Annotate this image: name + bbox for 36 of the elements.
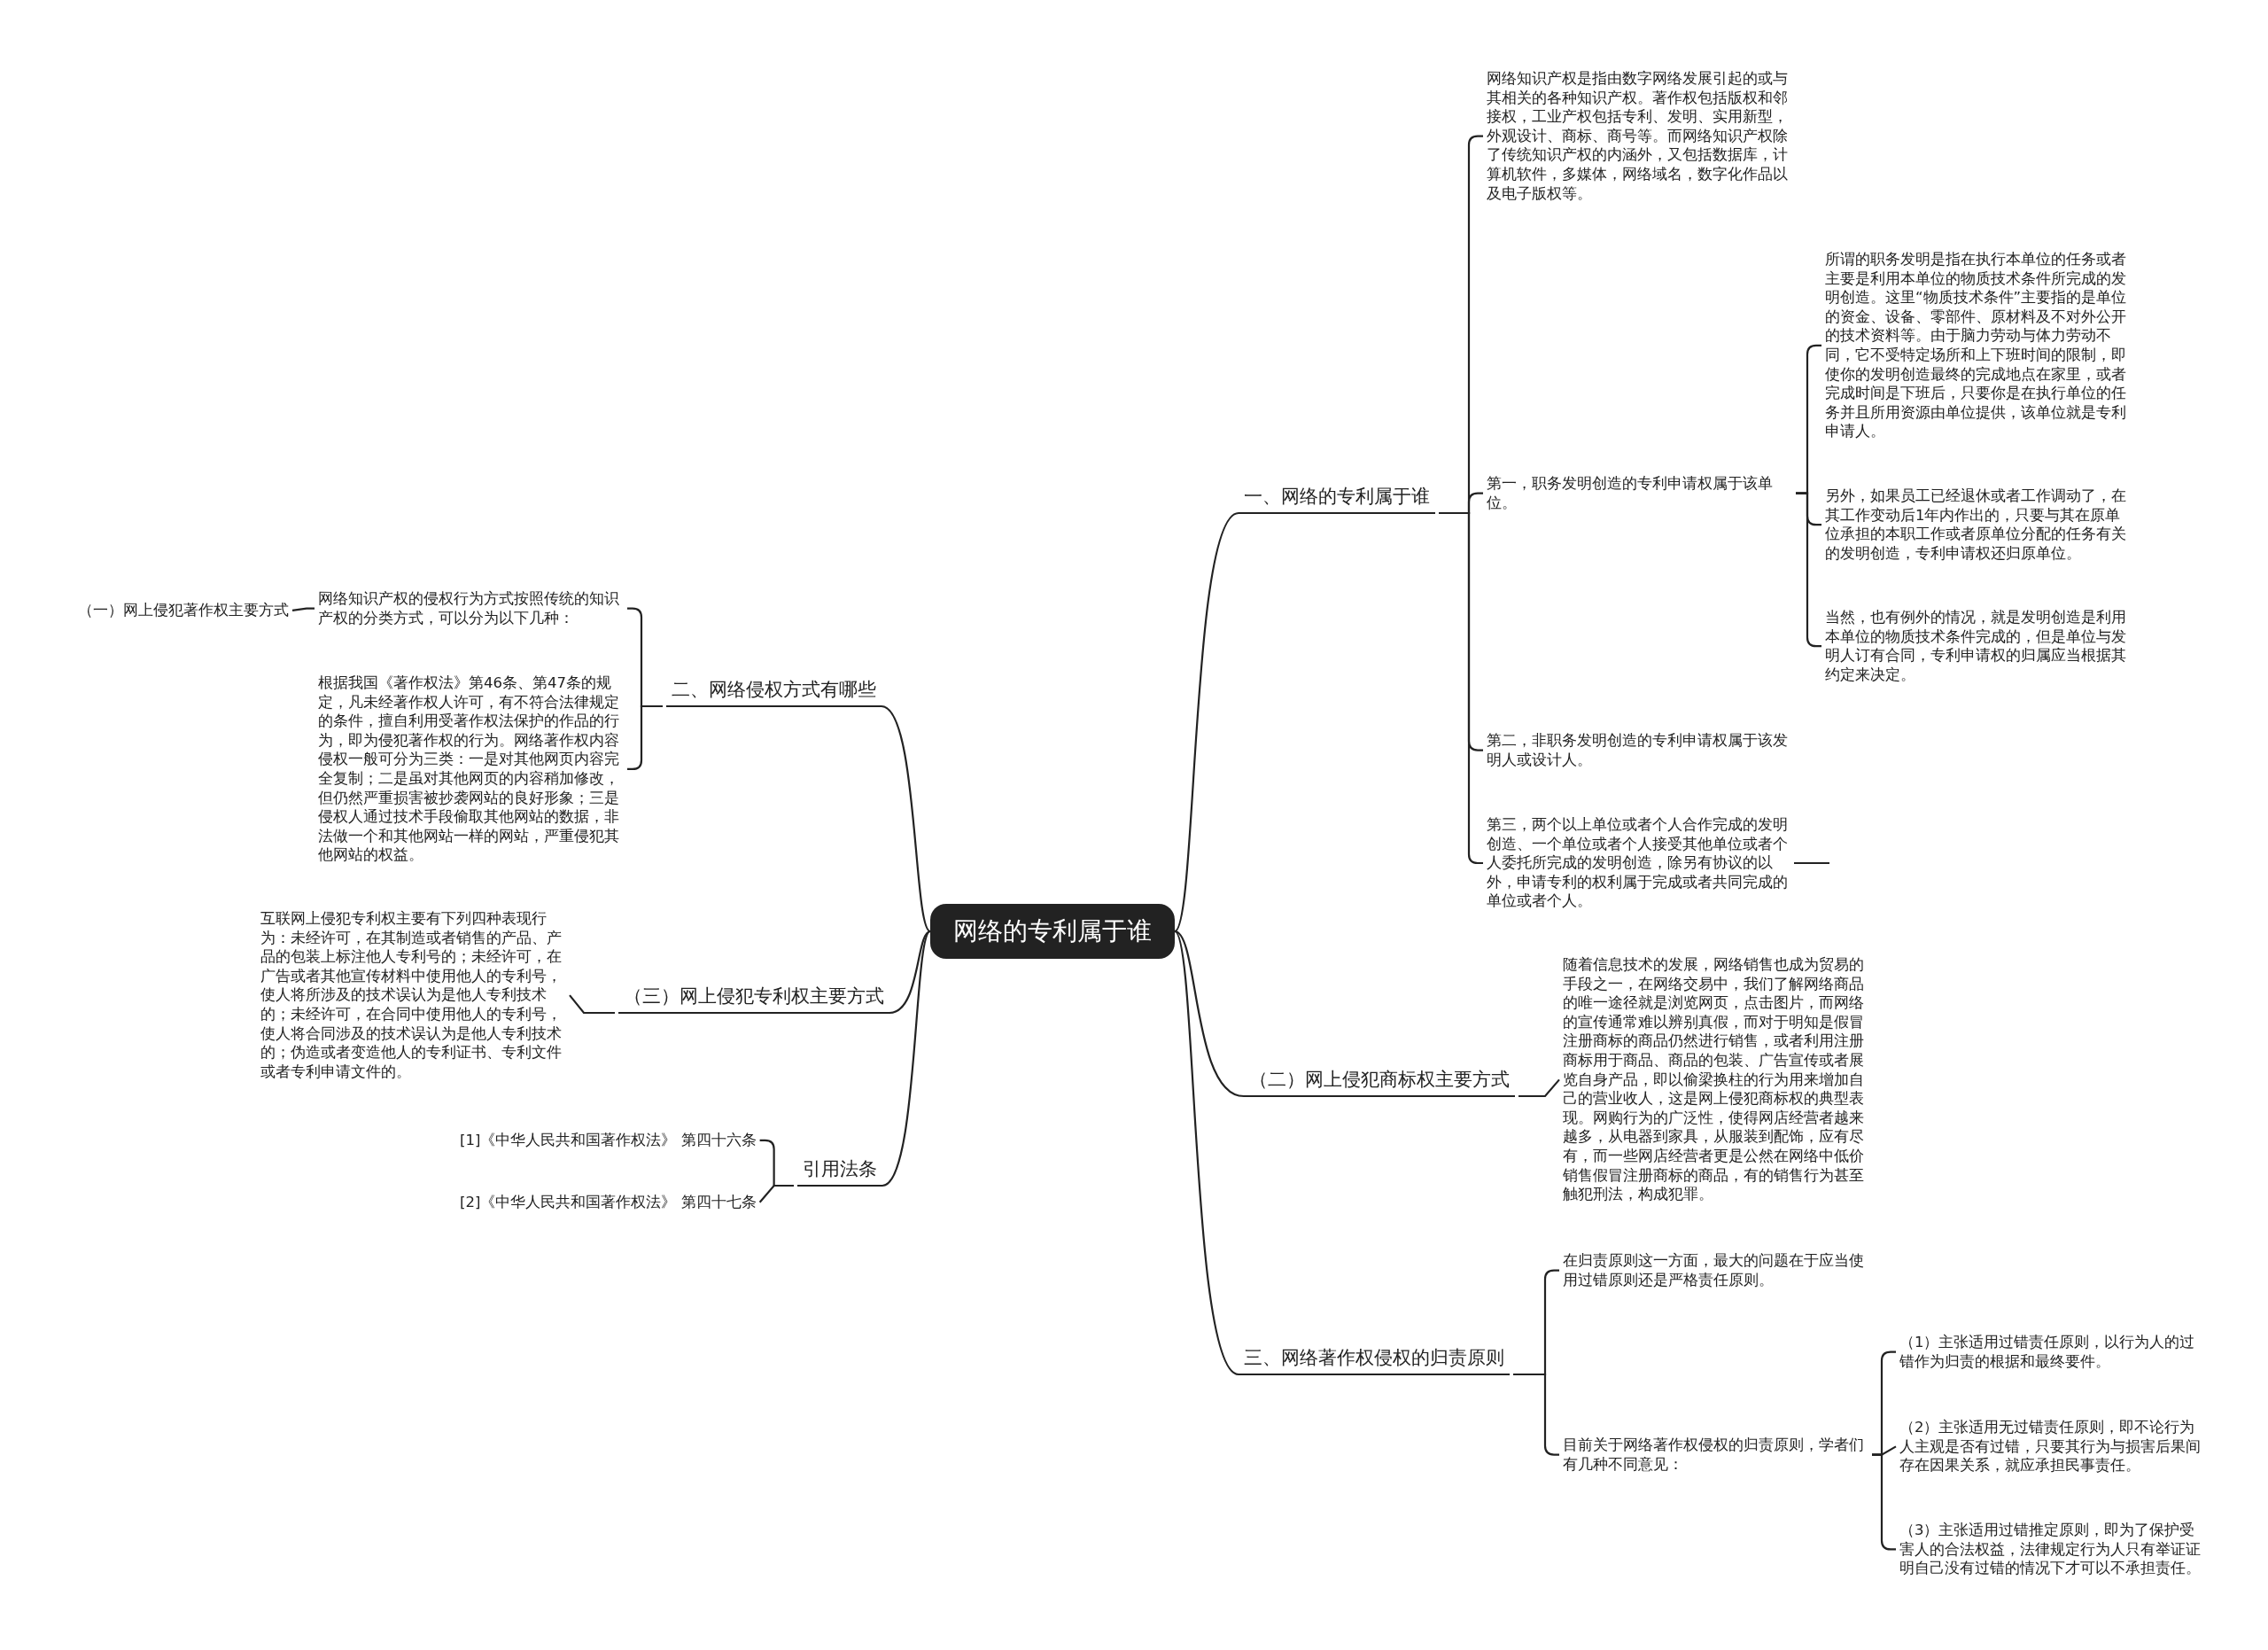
branch-topic: 三、网络著作权侵权的归责原则 — [1239, 1342, 1510, 1375]
note-text: （一）网上侵犯著作权主要方式 — [78, 601, 289, 620]
connector-line — [1174, 930, 1239, 1375]
note-text: （1）主张适用过错责任原则，以行为人的过错作为归责的根据和最终要件。 — [1899, 1333, 2205, 1372]
branch-topic: （二）网上侵犯商标权主要方式 — [1244, 1063, 1515, 1097]
note-text: （3）主张适用过错推定原则，即为了保护受害人的合法权益，法律规定行为人只有举证证明自己没有过错的情况下才可以不承担责任。 — [1899, 1521, 2205, 1578]
branch-topic: 二、网络侵权方式有哪些 — [666, 673, 882, 707]
note-text: 所谓的职务发明是指在执行本单位的任务或者主要是利用本单位的物质技术条件所完成的发明创造。这里“物质技术条件”主要指的是单位的资金、设备、零部件、原材料及不对外公开的技术资料等。由于脑力劳动与体力劳动不同，它不受特定场所和上下班时间的限制，即使你的发明创造最终的完成地点在家里，或者完成时间是下班后，只要你是在执行单位的任务并且所用资源由单位提供，该单位就是专利申请人。 — [1825, 250, 2131, 441]
note-text: [2]《中华人民共和国著作权法》 第四十七条 — [460, 1193, 757, 1212]
note-text: （2）主张适用无过错责任原则，即不论行为人主观是否有过错，只要其行为与损害后果间存在因果关系，就应承担民事责任。 — [1899, 1418, 2205, 1475]
connector-line — [881, 705, 931, 932]
note-text: 第一，职务发明创造的专利申请权属于该单位。 — [1487, 474, 1792, 513]
branch-topic: （三）网上侵犯专利权主要方式 — [618, 980, 889, 1014]
connector-line — [1794, 861, 1829, 865]
connector-line — [291, 607, 315, 611]
central-topic-box: 网络的专利属于谁 — [930, 904, 1175, 959]
connector-line — [1518, 1078, 1560, 1098]
note-text: 另外，如果员工已经退休或者工作调动了，在其工作变动后1年内作出的，只要与其在原单位承担的本职工作或者原单位分配的任务有关的发明创造，专利申请权还归原单位。 — [1825, 486, 2131, 564]
note-text: 网络知识产权的侵权行为方式按照传统的知识产权的分类方式，可以分为以下几种： — [318, 589, 624, 628]
note-text: 互联网上侵犯专利权主要有下列四种表现行为：未经许可，在其制造或者销售的产品、产品的包装上标注他人专利号的；未经许可，在广告或者其他宣传材料中使用他人的专利号，使人将所涉及的技术误认为是他人专利技术的；未经许可，在合同中使用他人的专利号，使人将合同涉及的技术误认为是他人专利技术的；伪造或者变造他人的专利证书、专利文件或者专利申请文件的。 — [260, 909, 566, 1082]
connector-line — [882, 930, 931, 1187]
note-text: [1]《中华人民共和国著作权法》 第四十六条 — [460, 1131, 757, 1150]
branch-topic: 一、网络的专利属于谁 — [1239, 480, 1435, 514]
note-text: 网络知识产权是指由数字网络发展引起的或与其相关的各种知识产权。著作权包括版权和邻接权，工业产权包括专利、发明、实用新型，外观设计、商标、商号等。而网络知识产权除了传统知识产权的内涵外，又包括数据库，计算机软件，多媒体，网络域名，数字化作品以及电子版权等。 — [1487, 69, 1792, 204]
note-text: 目前关于网络著作权侵权的归责原则，学者们有几种不同意见： — [1563, 1436, 1868, 1475]
note-text: 随着信息技术的发展，网络销售也成为贸易的手段之一，在网络交易中，我们了解网络商品的唯一途径就是浏览网页，点击图片，而网络的宣传通常难以辨别真假，而对于明知是假冒注册商标的商品仍然进行销售，或者利用注册商标用于商品、商品的包装、广告宣传或者展览自身产品，即以偷梁换柱的行为用来增加自己的营业收人，这是网上侵犯商标权的典型表现。网购行为的广泛性，使得网店经营者越来越多，从电器到家具，从服装到配饰，应有尽有，而一些网店经营者更是公然在网络中低价销售假冒注册商标的商品，有的销售行为甚至触犯刑法，构成犯罪。 — [1563, 955, 1868, 1204]
connector-line — [569, 994, 615, 1015]
branch-topic: 引用法条 — [797, 1153, 882, 1187]
note-text: 在归责原则这一方面，最大的问题在于应当使用过错原则还是严格责任原则。 — [1563, 1251, 1868, 1290]
note-text: 第二，非职务发明创造的专利申请权属于该发明人或设计人。 — [1487, 731, 1792, 770]
connector-line — [1174, 512, 1239, 932]
connector-line — [1174, 930, 1245, 1098]
note-text: 第三，两个以上单位或者个人合作完成的发明创造、一个单位或者个人接受其他单位或者个人委托所完成的发明创造，除另有协议的以外，申请专利的权利属于完成或者共同完成的单位或者个人。 — [1487, 815, 1792, 911]
note-text: 根据我国《著作权法》第46条、第47条的规定，凡未经著作权人许可，有不符合法律规定的条件，擅自利用受著作权法保护的作品的行为，即为侵犯著作权的行为。网络著作权内容侵权一般可分为三类：一是对其他网页内容完全复制；二是虽对其他网页的内容稍加修改，但仍然严重损害被抄袭网站的良好形象；三是侵权人通过技术手段偷取其他网站的数据，非法做一个和其他网站一样的网站，严重侵犯其他网站的权益。 — [318, 673, 624, 865]
note-text: 当然，也有例外的情况，就是发明创造是利用本单位的物质技术条件完成的，但是单位与发明人订有合同，专利申请权的归属应当根据其约定来决定。 — [1825, 608, 2131, 685]
connector-line — [758, 1184, 794, 1203]
